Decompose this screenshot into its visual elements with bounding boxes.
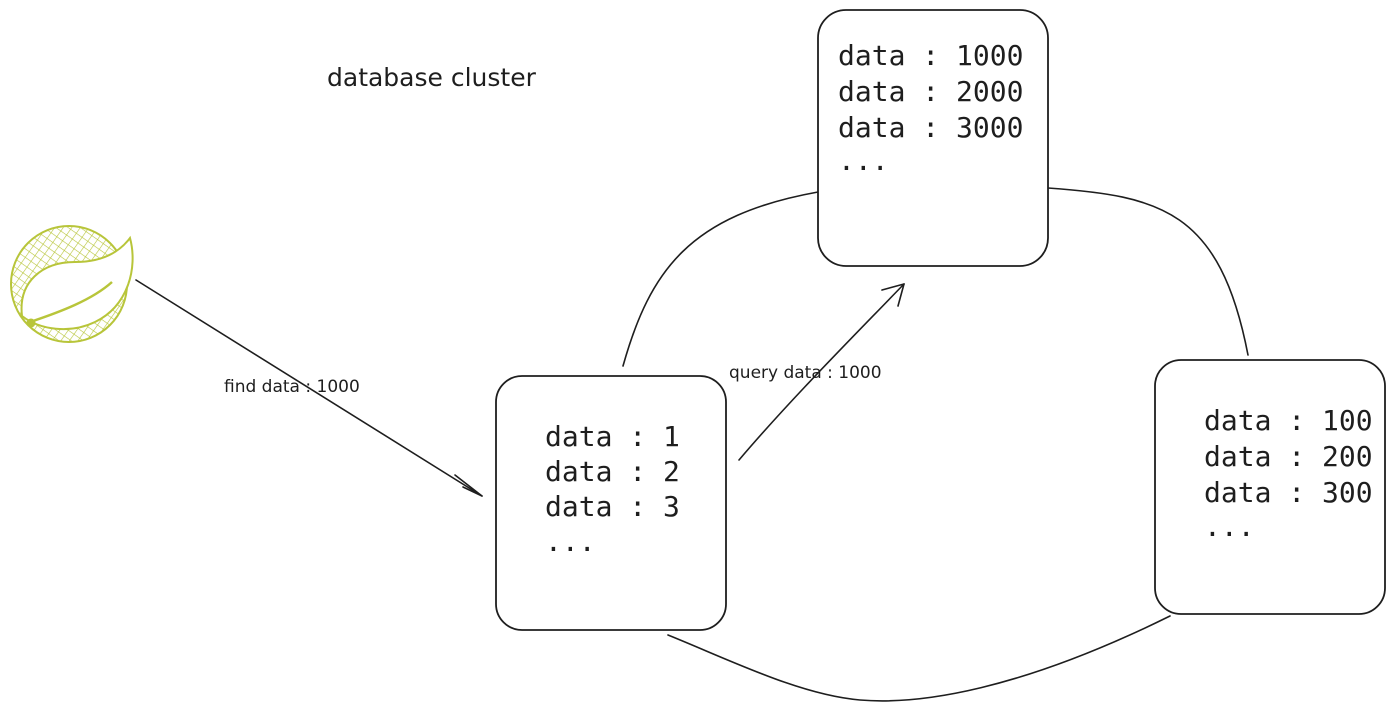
node-top: data : 1000 data : 2000 data : 3000 ... [817,9,1049,267]
node-middle-line: data : 3 [545,490,680,523]
node-top-line: ... [838,144,889,177]
node-right-line: ... [1204,510,1255,543]
find-arrow [135,279,483,497]
node-top-line: data : 2000 [838,75,1023,108]
node-top-line: data : 3000 [838,111,1023,144]
ring-link-right-middle [667,615,1171,702]
node-middle-line: data : 1 [545,420,680,453]
node-right-line: data : 200 [1204,440,1373,473]
node-right-line: data : 300 [1204,476,1373,509]
query-edge-label: query data : 1000 [729,363,882,383]
node-middle-line: ... [545,525,596,558]
ring-link-middle-top [622,191,819,367]
spring-leaf-icon [10,225,134,343]
ring-link-top-right [1047,187,1249,356]
node-right: data : 100 data : 200 data : 300 ... [1154,359,1386,615]
node-middle: data : 1 data : 2 data : 3 ... [495,375,727,631]
node-right-line: data : 100 [1204,404,1373,437]
diagram-title: database cluster [327,63,537,92]
node-middle-line: data : 2 [545,455,680,488]
node-top-line: data : 1000 [838,39,1023,72]
find-edge-label: find data : 1000 [224,377,360,397]
query-arrow [738,283,905,461]
